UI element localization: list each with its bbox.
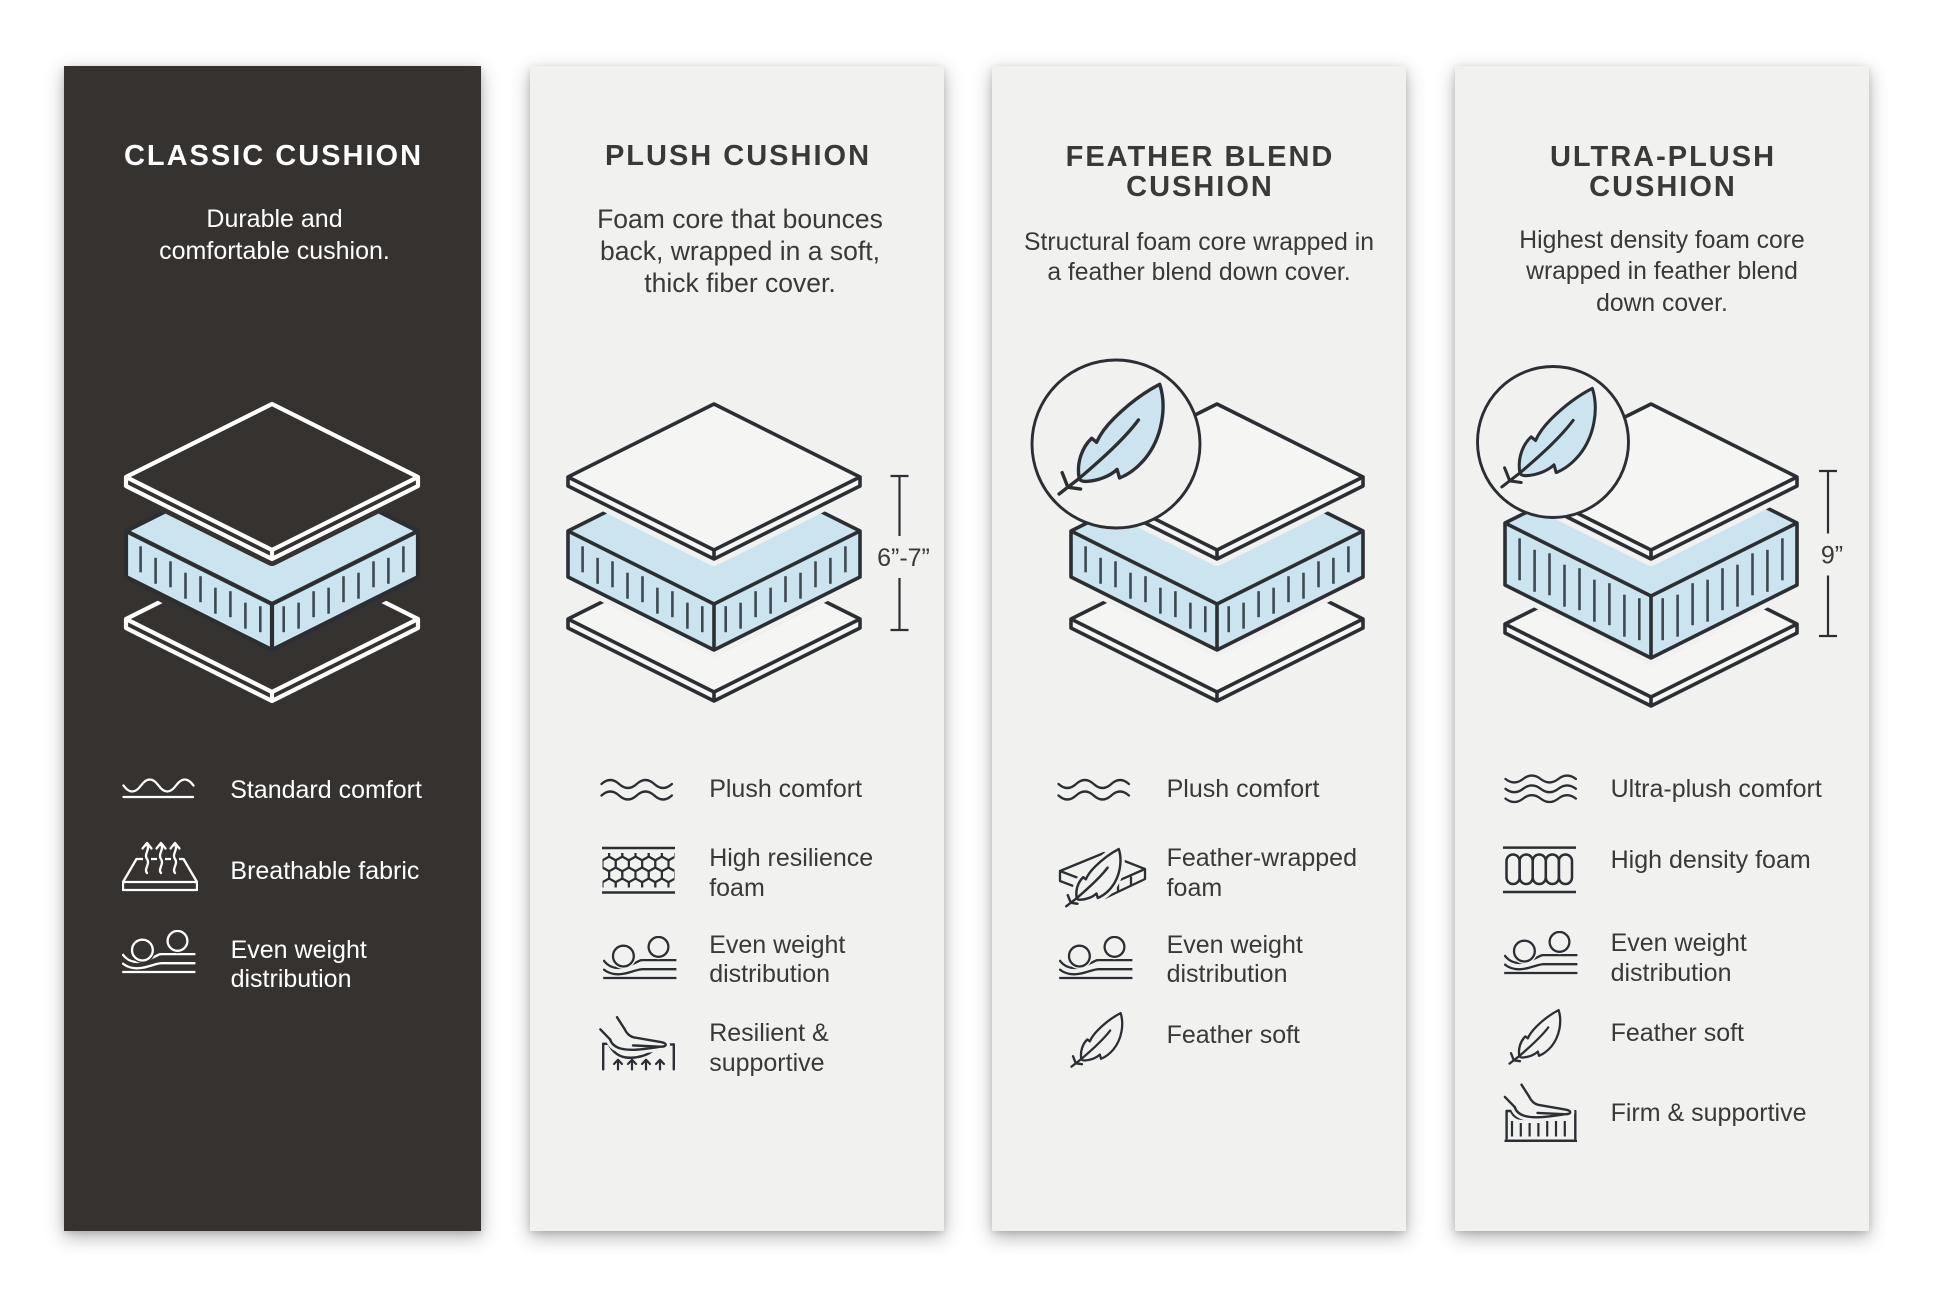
svg-text:9”: 9” <box>1821 542 1843 570</box>
svg-text:6”-7”: 6”-7” <box>877 544 930 572</box>
